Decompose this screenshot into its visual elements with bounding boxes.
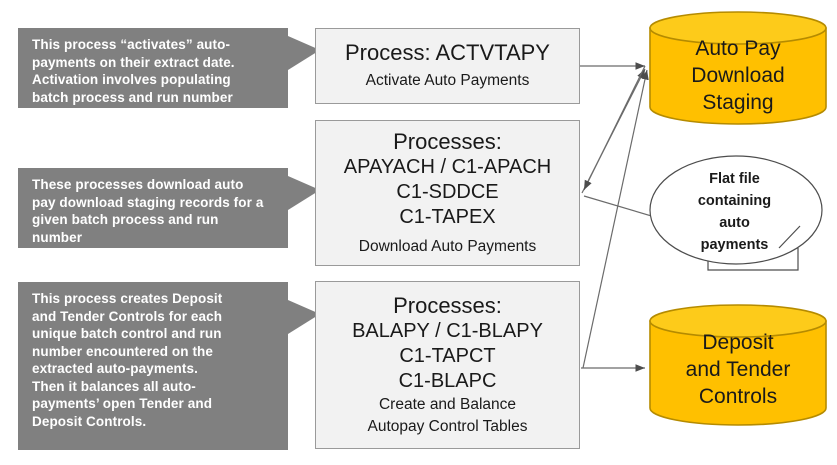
connector-download-to-staging	[581, 68, 646, 194]
process-download-code-2: C1-SDDCE	[396, 180, 499, 203]
process-balance-description-1: Create and Balance	[378, 395, 516, 413]
note-activate-line-1: This process “activates” auto-	[32, 37, 231, 52]
db-controls[interactable]: Deposit and Tender Controls	[648, 303, 828, 428]
process-download-code-3: C1-TAPEX	[399, 205, 496, 228]
note-balance-line-7: payments’ open Tender and	[32, 396, 213, 411]
connector-staging-to-download	[583, 65, 646, 191]
process-balance-heading: Processes:	[393, 292, 502, 318]
connector-balance-to-staging	[582, 69, 649, 369]
artifact-flatfile[interactable]: Flat file containing auto payments	[648, 152, 833, 282]
note-activate-line-2: payments on their extract date.	[32, 54, 235, 70]
process-activate[interactable]: Process: ACTVTAPY Activate Auto Payments	[315, 28, 580, 104]
note-balance-line-2: and Tender Controls for each	[32, 308, 223, 324]
artifact-flatfile-label: Flat file containing auto payments	[648, 168, 821, 256]
note-download-line-4: number	[32, 229, 83, 245]
process-activate-description: Activate Auto Payments	[365, 72, 530, 89]
database-cylinder-icon	[649, 11, 827, 125]
db-staging-label: Auto Pay Download Staging	[648, 35, 828, 116]
flatfile-line-3: auto	[719, 215, 750, 231]
note-download-line-1: These processes download auto	[32, 177, 244, 192]
note-balance-line-8: Deposit Controls.	[32, 413, 147, 429]
note-pointer-icon	[288, 300, 320, 334]
flatfile-line-1: Flat file	[709, 171, 760, 187]
process-balance[interactable]: Processes: BALAPY / C1-BLAPY C1-TAPCT C1…	[315, 281, 580, 449]
flatfile-line-4: payments	[700, 237, 769, 253]
note-download-line-2: pay download staging records for a	[32, 194, 264, 210]
process-download-description: Download Auto Payments	[358, 237, 537, 255]
db-staging-line-1: Auto Pay	[695, 37, 781, 60]
note-balance-line-6: Then it balances all auto-	[32, 378, 196, 394]
note-balance-line-3: unique batch control and run	[32, 326, 222, 341]
db-controls-label: Deposit and Tender Controls	[648, 329, 828, 410]
note-download: These processes download auto pay downlo…	[18, 168, 320, 248]
database-cylinder-icon	[649, 304, 827, 426]
note-pointer-icon	[288, 36, 320, 70]
note-balance-line-4: number encountered on the	[32, 343, 214, 359]
note-activate-line-4: batch process and run number	[32, 89, 233, 105]
process-download[interactable]: Processes: APAYACH / C1-APACH C1-SDDCE C…	[315, 120, 580, 266]
db-staging[interactable]: Auto Pay Download Staging	[648, 10, 828, 125]
db-staging-line-2: Download	[691, 64, 785, 87]
note-balance: This process creates Deposit and Tender …	[18, 282, 320, 450]
process-balance-code-1: BALAPY / C1-BLAPY	[352, 319, 543, 342]
process-activate-heading: Process: ACTVTAPY	[345, 40, 550, 65]
note-activate: This process “activates” auto- payments …	[18, 28, 320, 108]
process-download-heading: Processes:	[393, 128, 502, 154]
flatfile-line-2: containing	[697, 193, 772, 209]
flatfile-bubble-icon	[649, 155, 823, 271]
process-download-code-1: APAYACH / C1-APACH	[343, 155, 552, 178]
db-controls-line-3: Controls	[698, 385, 778, 408]
process-balance-description-2: Autopay Control Tables	[367, 417, 528, 435]
db-controls-line-1: Deposit	[702, 331, 774, 354]
note-balance-line-5: extracted auto-payments.	[32, 361, 198, 376]
db-controls-line-2: and Tender	[685, 358, 791, 381]
db-staging-line-3: Staging	[702, 91, 774, 114]
process-balance-code-3: C1-BLAPC	[398, 369, 497, 392]
note-balance-line-1: This process creates Deposit	[32, 291, 223, 306]
note-pointer-icon	[288, 176, 320, 210]
note-activate-line-3: Activation involves populating	[32, 72, 231, 87]
process-balance-code-2: C1-TAPCT	[399, 344, 496, 367]
note-download-line-3: given batch process and run	[32, 212, 219, 227]
